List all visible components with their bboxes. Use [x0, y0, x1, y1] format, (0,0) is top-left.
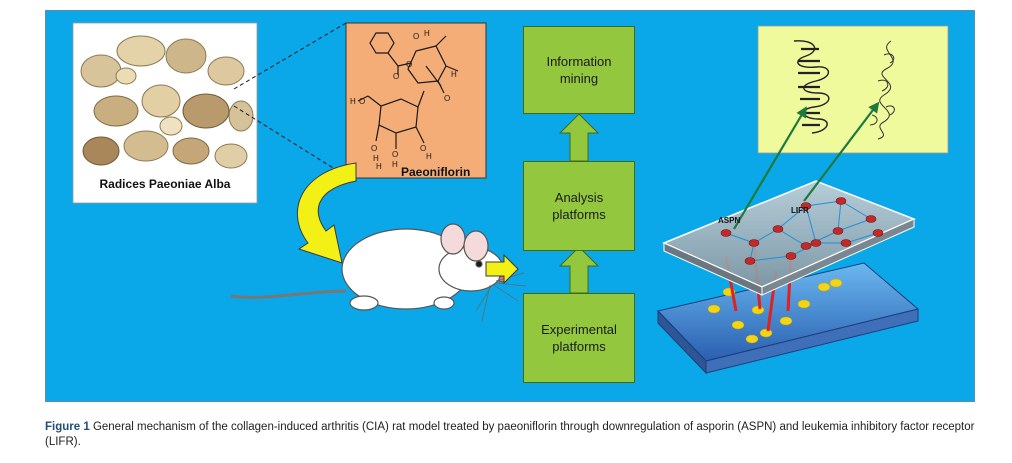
protein-structures	[757, 25, 949, 154]
network-nodes	[720, 197, 884, 265]
figure-caption: Figure 1 General mechanism of the collag…	[45, 420, 995, 450]
svg-text:H: H	[451, 70, 457, 79]
expression-plate	[657, 262, 920, 375]
rat-to-platform-arrow	[485, 253, 519, 285]
aspn-link-arrow	[733, 106, 807, 230]
svg-text:H: H	[426, 152, 432, 161]
lifr-node-label: LIFR	[791, 206, 809, 215]
herb-photo	[72, 22, 258, 204]
svg-text:O: O	[413, 32, 419, 41]
analysis-platforms-label: Analysis platforms	[552, 190, 606, 222]
svg-text:O: O	[406, 60, 412, 69]
lifr-protein-structure	[869, 40, 895, 140]
svg-text:O: O	[371, 144, 377, 153]
up-arrow-experimental-analysis	[558, 246, 600, 294]
svg-text:H: H	[373, 154, 379, 163]
analysis-platforms-box: Analysis platforms	[523, 161, 635, 251]
curved-arrow	[297, 162, 357, 264]
compound-label: Paeoniflorin	[401, 165, 471, 179]
zoom-lines	[233, 22, 347, 177]
experimental-platforms-box: Experimental platforms	[523, 293, 635, 383]
svg-text:H: H	[376, 162, 382, 171]
svg-text:H: H	[392, 160, 398, 169]
svg-text:O: O	[444, 94, 450, 103]
aspn-node-label: ASPN	[718, 216, 741, 225]
rat-illustration	[230, 223, 527, 322]
svg-text:O: O	[359, 97, 365, 106]
svg-text:O: O	[392, 150, 398, 159]
svg-text:H: H	[424, 29, 430, 38]
svg-text:H: H	[350, 97, 356, 106]
herb-label: Radices Paeoniae Alba	[99, 177, 231, 191]
aspn-protein-structure	[793, 40, 830, 134]
information-mining-box: Information mining	[523, 26, 635, 114]
caption-prefix: Figure 1	[45, 421, 90, 433]
up-arrow-analysis-info	[558, 113, 600, 162]
experimental-platforms-label: Experimental platforms	[541, 322, 617, 354]
caption-text: General mechanism of the collagen-induce…	[45, 421, 975, 448]
lifr-link-arrow	[803, 101, 880, 202]
svg-text:O: O	[420, 144, 426, 153]
information-mining-label: Information mining	[546, 54, 612, 86]
svg-text:O: O	[393, 72, 399, 81]
